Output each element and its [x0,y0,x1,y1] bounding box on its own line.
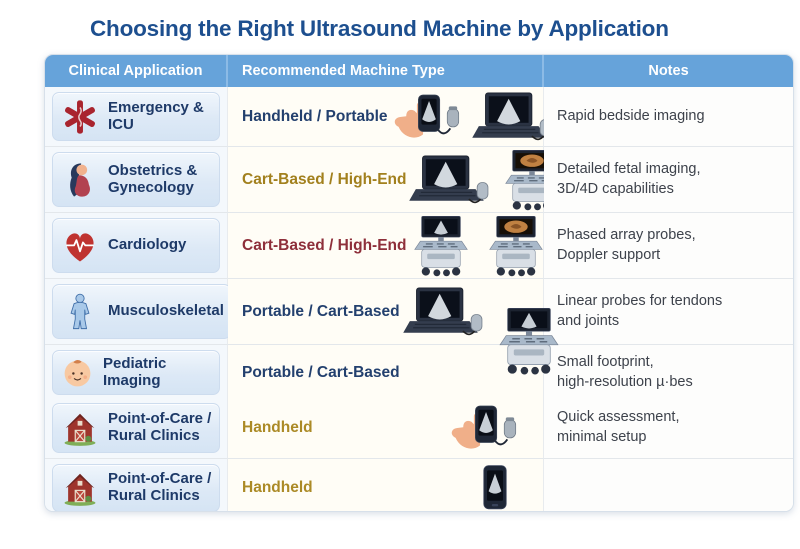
application-label: Cardiology [108,236,187,254]
application-card: Cardiology [52,218,220,273]
star-of-life-icon [61,98,99,136]
phone-icon [479,464,511,512]
laptop-icon [400,283,486,341]
machine-type-label: Handheld [242,419,313,436]
barn-icon [61,409,99,447]
handheld-phone-icon [445,401,521,455]
machine-type-label: Portable / Cart-Based [242,363,400,381]
table-row-musculoskeletal: Musculoskeletal Portable / Cart-Based Li… [45,279,793,345]
table-row-point-of-care-2: Point-of-Care / Rural Clinics Handheld [45,459,793,511]
machine-illustrations [406,215,551,277]
notes-text: Rapid bedside imaging [544,87,793,147]
page-title: Choosing the Right Ultrasound Machine by… [90,16,669,41]
application-label: Emergency & ICU [108,98,204,133]
application-label: Point-of-Care / Rural Clinics [108,470,212,504]
human-body-icon [61,293,99,331]
notes-text: Linear probes for tendons and joints [544,279,793,345]
laptop-icon [469,88,555,146]
notes-text: Phased array probes, Doppler support [544,213,793,279]
barn-icon [61,469,99,507]
handheld-phone-icon [388,90,464,144]
machine-type-label: Handheld [242,479,313,496]
table-header-row: Clinical Application Recommended Machine… [45,55,793,87]
application-label: Obstetrics & Gynecology [108,161,198,196]
application-card: Pediatric Imaging [52,350,220,396]
notes-text: Detailed fetal imaging, 3D/4D capabiliti… [544,147,793,213]
table-row-cardiology: Cardiology Cart-Based / High-End Phased … [45,213,793,279]
table-row-pediatric-imaging: Pediatric Imaging Portable / Cart-Based … [45,345,793,402]
application-card: Point-of-Care / Rural Clinics [52,403,220,453]
notes-text: Quick assessment, minimal setup [544,398,793,459]
application-label: Musculoskeletal [108,302,224,320]
machine-type-label: Handheld / Portable [242,107,388,125]
table-row-obstetrics-gynecology: Obstetrics & Gynecology Cart-Based / Hig… [45,147,793,213]
baby-face-icon [61,356,94,389]
machine-illustrations [445,401,533,455]
machine-illustrations [388,88,555,146]
cart-icon [491,293,567,389]
application-card: Point-of-Care / Rural Clinics [52,464,220,511]
application-card: Emergency & ICU [52,92,220,141]
machine-type-label: Cart-Based / High-End [242,236,407,254]
machine-illustrations [479,464,533,512]
header-clinical-application: Clinical Application [45,55,228,87]
ultrasound-comparison-table: Clinical Application Recommended Machine… [44,54,794,512]
notes-text: Small footprint, high-resolution µ·bes [544,345,793,402]
header-notes: Notes [648,63,689,79]
heart-ecg-icon [61,227,99,265]
laptop-icon [406,151,492,209]
machine-type-label: Cart-Based / High-End [242,170,407,188]
machine-illustrations [400,283,567,341]
application-label: Point-of-Care / Rural Clinics [108,410,212,444]
cart-amber-icon [481,215,551,277]
application-card: Obstetrics & Gynecology [52,152,220,207]
application-card: Musculoskeletal [52,284,231,339]
application-label: Pediatric Imaging [103,354,167,389]
cart-icon [406,215,476,277]
table-row-emergency-icu: Emergency & ICU Handheld / Portable Rapi… [45,87,793,147]
header-recommended-machine-type: Recommended Machine Type [228,55,544,87]
pregnant-woman-icon [61,161,99,199]
table-row-point-of-care: Point-of-Care / Rural Clinics Handheld Q… [45,398,793,459]
machine-type-label: Portable / Cart-Based [242,302,400,320]
notes-text [544,459,793,511]
